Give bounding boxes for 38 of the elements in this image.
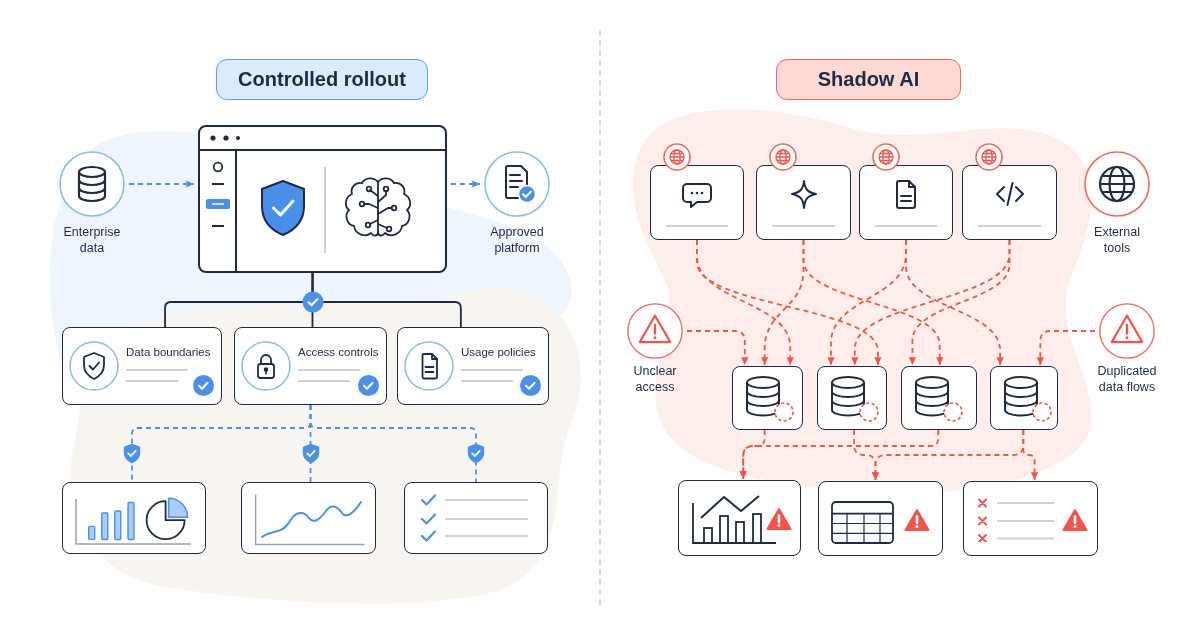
policy-card bbox=[397, 327, 549, 405]
output-card bbox=[241, 482, 376, 554]
output-card bbox=[404, 482, 548, 554]
arrow bbox=[450, 180, 481, 188]
policy-card bbox=[62, 327, 222, 405]
connector-line bbox=[311, 272, 462, 328]
card-title: Usage policies bbox=[461, 346, 536, 358]
card-title: Access controls bbox=[298, 346, 379, 358]
arrow bbox=[1036, 330, 1096, 366]
node-label: Unclear access bbox=[632, 363, 678, 396]
arrow bbox=[686, 330, 749, 366]
output-card bbox=[62, 482, 206, 554]
output-card bbox=[963, 481, 1098, 556]
database-card bbox=[817, 366, 887, 430]
arrow bbox=[128, 180, 195, 188]
app-window bbox=[198, 125, 447, 273]
arrow bbox=[802, 239, 944, 366]
policy-card bbox=[234, 327, 387, 405]
node-label: External tools bbox=[1093, 224, 1141, 257]
connector-line bbox=[309, 404, 477, 483]
tool-card bbox=[962, 165, 1057, 240]
tool-card bbox=[756, 165, 851, 240]
node-label: Duplicated data flows bbox=[1096, 363, 1158, 396]
tool-card bbox=[859, 165, 953, 240]
arrow bbox=[739, 429, 940, 480]
arrow bbox=[696, 239, 882, 366]
database-card bbox=[990, 366, 1058, 430]
node-label: Approved platform bbox=[489, 224, 545, 257]
database-card bbox=[732, 366, 803, 430]
output-card bbox=[678, 480, 801, 556]
output-card bbox=[818, 481, 943, 556]
tool-card bbox=[650, 165, 744, 240]
section-heading: Controlled rollout bbox=[216, 59, 428, 100]
card-title: Data boundaries bbox=[126, 346, 211, 358]
node-label: Enterprise data bbox=[62, 224, 122, 257]
section-heading: Shadow AI bbox=[776, 59, 961, 100]
arrow bbox=[1022, 429, 1039, 481]
database-card bbox=[901, 366, 977, 430]
